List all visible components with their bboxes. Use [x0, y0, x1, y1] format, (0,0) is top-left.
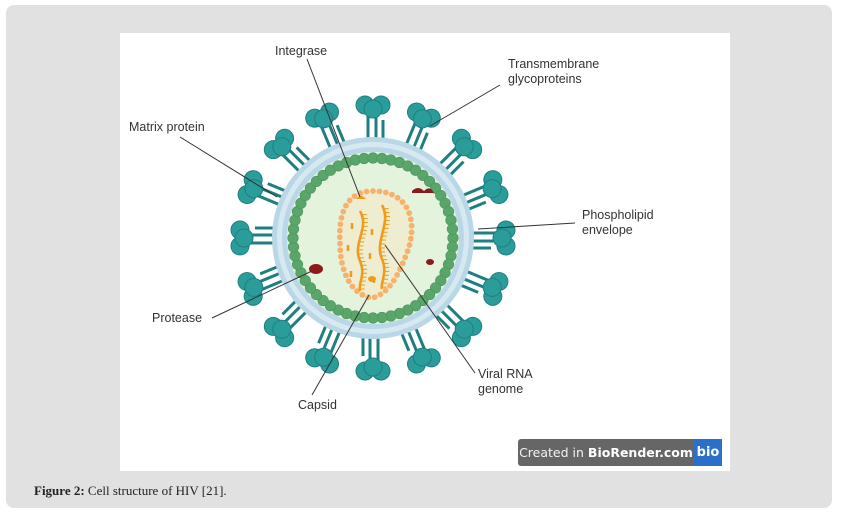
leader-line-protease	[211, 270, 313, 319]
capsid-protein-dot	[349, 283, 356, 290]
spike-head	[492, 228, 512, 248]
spike-head	[412, 347, 432, 367]
spike-head	[454, 319, 474, 339]
capsid-protein-dot	[351, 193, 358, 200]
spike-head	[272, 137, 292, 157]
glycoprotein-spike	[461, 220, 516, 256]
label-matrix-protein: Matrix protein	[129, 120, 205, 134]
capsid-protein-dot	[407, 235, 414, 242]
capsid-protein-dot	[336, 227, 343, 234]
spike-head	[272, 319, 292, 339]
capsid-protein-dot	[394, 272, 401, 278]
capsid-protein-dot	[399, 260, 406, 267]
capsid-protein-dot	[337, 247, 344, 254]
capsid-protein-dot	[338, 214, 345, 221]
spike-head	[482, 179, 502, 199]
matrix-protein-bead	[446, 223, 459, 235]
capsid-body	[339, 191, 412, 298]
capsid-protein-dot	[407, 216, 414, 223]
glycoprotein-spike	[237, 170, 294, 211]
capsid-protein-dot	[340, 208, 347, 215]
capsid-protein-dot	[337, 221, 344, 228]
capsid-protein-dot	[339, 260, 345, 266]
capsid-protein-dot	[408, 222, 415, 229]
capsid-protein-dot	[342, 272, 349, 279]
glycoprotein-spike	[230, 220, 285, 256]
biorender-logo-icon: bio	[694, 439, 722, 466]
leader-line-glycoproteins	[429, 84, 501, 127]
spike-head	[482, 277, 502, 297]
capsid-protein-dot	[340, 266, 347, 273]
label-protease: Protease	[152, 311, 203, 325]
capsid-protein-dot	[346, 197, 353, 204]
rna-strand	[378, 204, 387, 290]
label-phospholipid-envelope: Phospholipid envelope	[582, 208, 654, 237]
capsid-protein-dot	[337, 253, 344, 260]
spike-head	[363, 357, 383, 377]
spike-head	[244, 277, 264, 297]
capsid-protein-dot	[387, 282, 393, 289]
label-transmembrane-glycoproteins: Transmembrane glycoproteins	[508, 57, 600, 86]
leader-line-viral-rna	[384, 244, 476, 374]
capsid-protein-dot	[354, 288, 360, 295]
capsid-enzyme	[368, 276, 376, 282]
spike-head	[234, 228, 254, 248]
capsid-protein-dot	[382, 287, 389, 294]
capsid-protein-dot	[363, 188, 370, 195]
protease-icon	[309, 264, 323, 274]
capsid-protein-dot	[377, 291, 384, 298]
label-viral-rna-genome: Viral RNA genome	[478, 367, 533, 396]
capsid-protein-dot	[406, 242, 413, 248]
figure-caption: Figure 2: Cell structure of HIV [21].	[34, 483, 227, 498]
figure-panel: Integrase Transmembrane glycoproteins Ma…	[6, 5, 832, 508]
capsid-protein-dot	[370, 188, 376, 194]
hiv-figure: Integrase Transmembrane glycoproteins Ma…	[120, 33, 730, 471]
leader-line-capsid	[311, 294, 370, 396]
capsid-protein-dot	[408, 229, 415, 236]
integrase-icon	[356, 196, 366, 199]
capsid-protein-dot	[390, 277, 397, 284]
rna-strand	[356, 210, 365, 292]
capsid-protein-dot	[336, 234, 343, 241]
spike-head	[454, 137, 474, 157]
capsid-protein-dot	[371, 294, 378, 301]
capsid-protein-dot	[359, 291, 366, 298]
capsid-protein-dot	[389, 191, 395, 198]
capsid-protein-dot	[403, 204, 410, 211]
capsid-protein-dot	[376, 188, 383, 195]
spike-head	[363, 99, 383, 119]
capsid-protein-dot	[394, 194, 401, 201]
capsid-protein-dot	[343, 202, 349, 209]
capsid-protein-dot	[382, 189, 389, 196]
capsid-protein-dot	[399, 199, 406, 205]
glycoprotein-spike	[237, 262, 295, 306]
leader-line-phospholipid	[477, 222, 576, 230]
label-integrase: Integrase	[275, 44, 328, 58]
hiv-diagram	[179, 58, 576, 396]
capsid-protein-dot	[406, 210, 413, 216]
capsid-protein-dot	[345, 278, 352, 285]
protease-icon	[426, 259, 434, 265]
spike-head	[412, 109, 432, 129]
glycoprotein-spike	[400, 102, 441, 159]
leader-line-integrase	[306, 58, 361, 198]
leader-line-matrix-protein	[179, 136, 278, 198]
glycoprotein-spike	[451, 170, 509, 214]
spike-head	[244, 179, 264, 199]
protease-icon	[412, 188, 434, 193]
capsid-protein-dot	[402, 254, 409, 261]
capsid-protein-dot	[404, 248, 411, 255]
label-capsid: Capsid	[298, 398, 337, 412]
capsid-protein-dot	[337, 240, 343, 247]
